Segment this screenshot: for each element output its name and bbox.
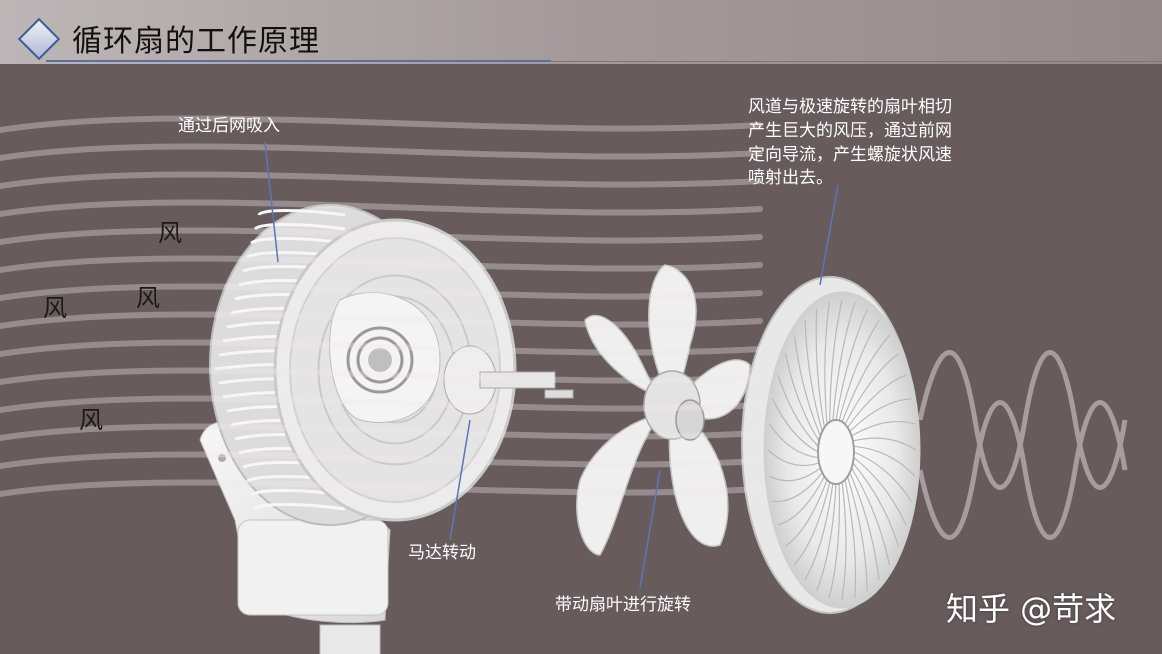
wind-label: 风 [79,406,103,434]
header-bar [0,0,1162,64]
description-line: 产生巨大的风压，通过前网 [748,120,952,141]
callout-line-rear [264,141,279,263]
description-line: 定向导流，产生螺旋状风速 [748,144,952,165]
wind-label: 风 [158,219,182,247]
header-divider [551,61,1162,62]
description-front-grille: 风道与极速旋转的扇叶相切 产生巨大的风压，通过前网 定向导流，产生螺旋状风速 喷… [748,96,993,191]
callout-line-motor [449,419,471,541]
rear-grille [209,204,517,526]
header-underline [46,60,551,62]
label-rear-intake: 通过后网吸入 [178,116,280,136]
front-grille [741,276,921,614]
spiral-airflow [917,350,1128,540]
page-title: 循环扇的工作原理 [72,24,320,59]
wind-label: 风 [43,294,67,322]
airflow-streaks [0,115,763,497]
callout-line-blade [639,469,661,589]
fan-blade [576,264,751,556]
description-line: 风道与极速旋转的扇叶相切 [748,97,952,117]
watermark: 知乎 @苛求 [946,590,1117,628]
wind-label: 风 [136,284,160,312]
motor-shaft [443,345,574,415]
label-motor: 马达转动 [408,543,476,563]
description-line: 喷射出去。 [748,168,833,189]
callout-line-front [819,184,839,286]
label-blade: 带动扇叶进行旋转 [555,595,691,615]
